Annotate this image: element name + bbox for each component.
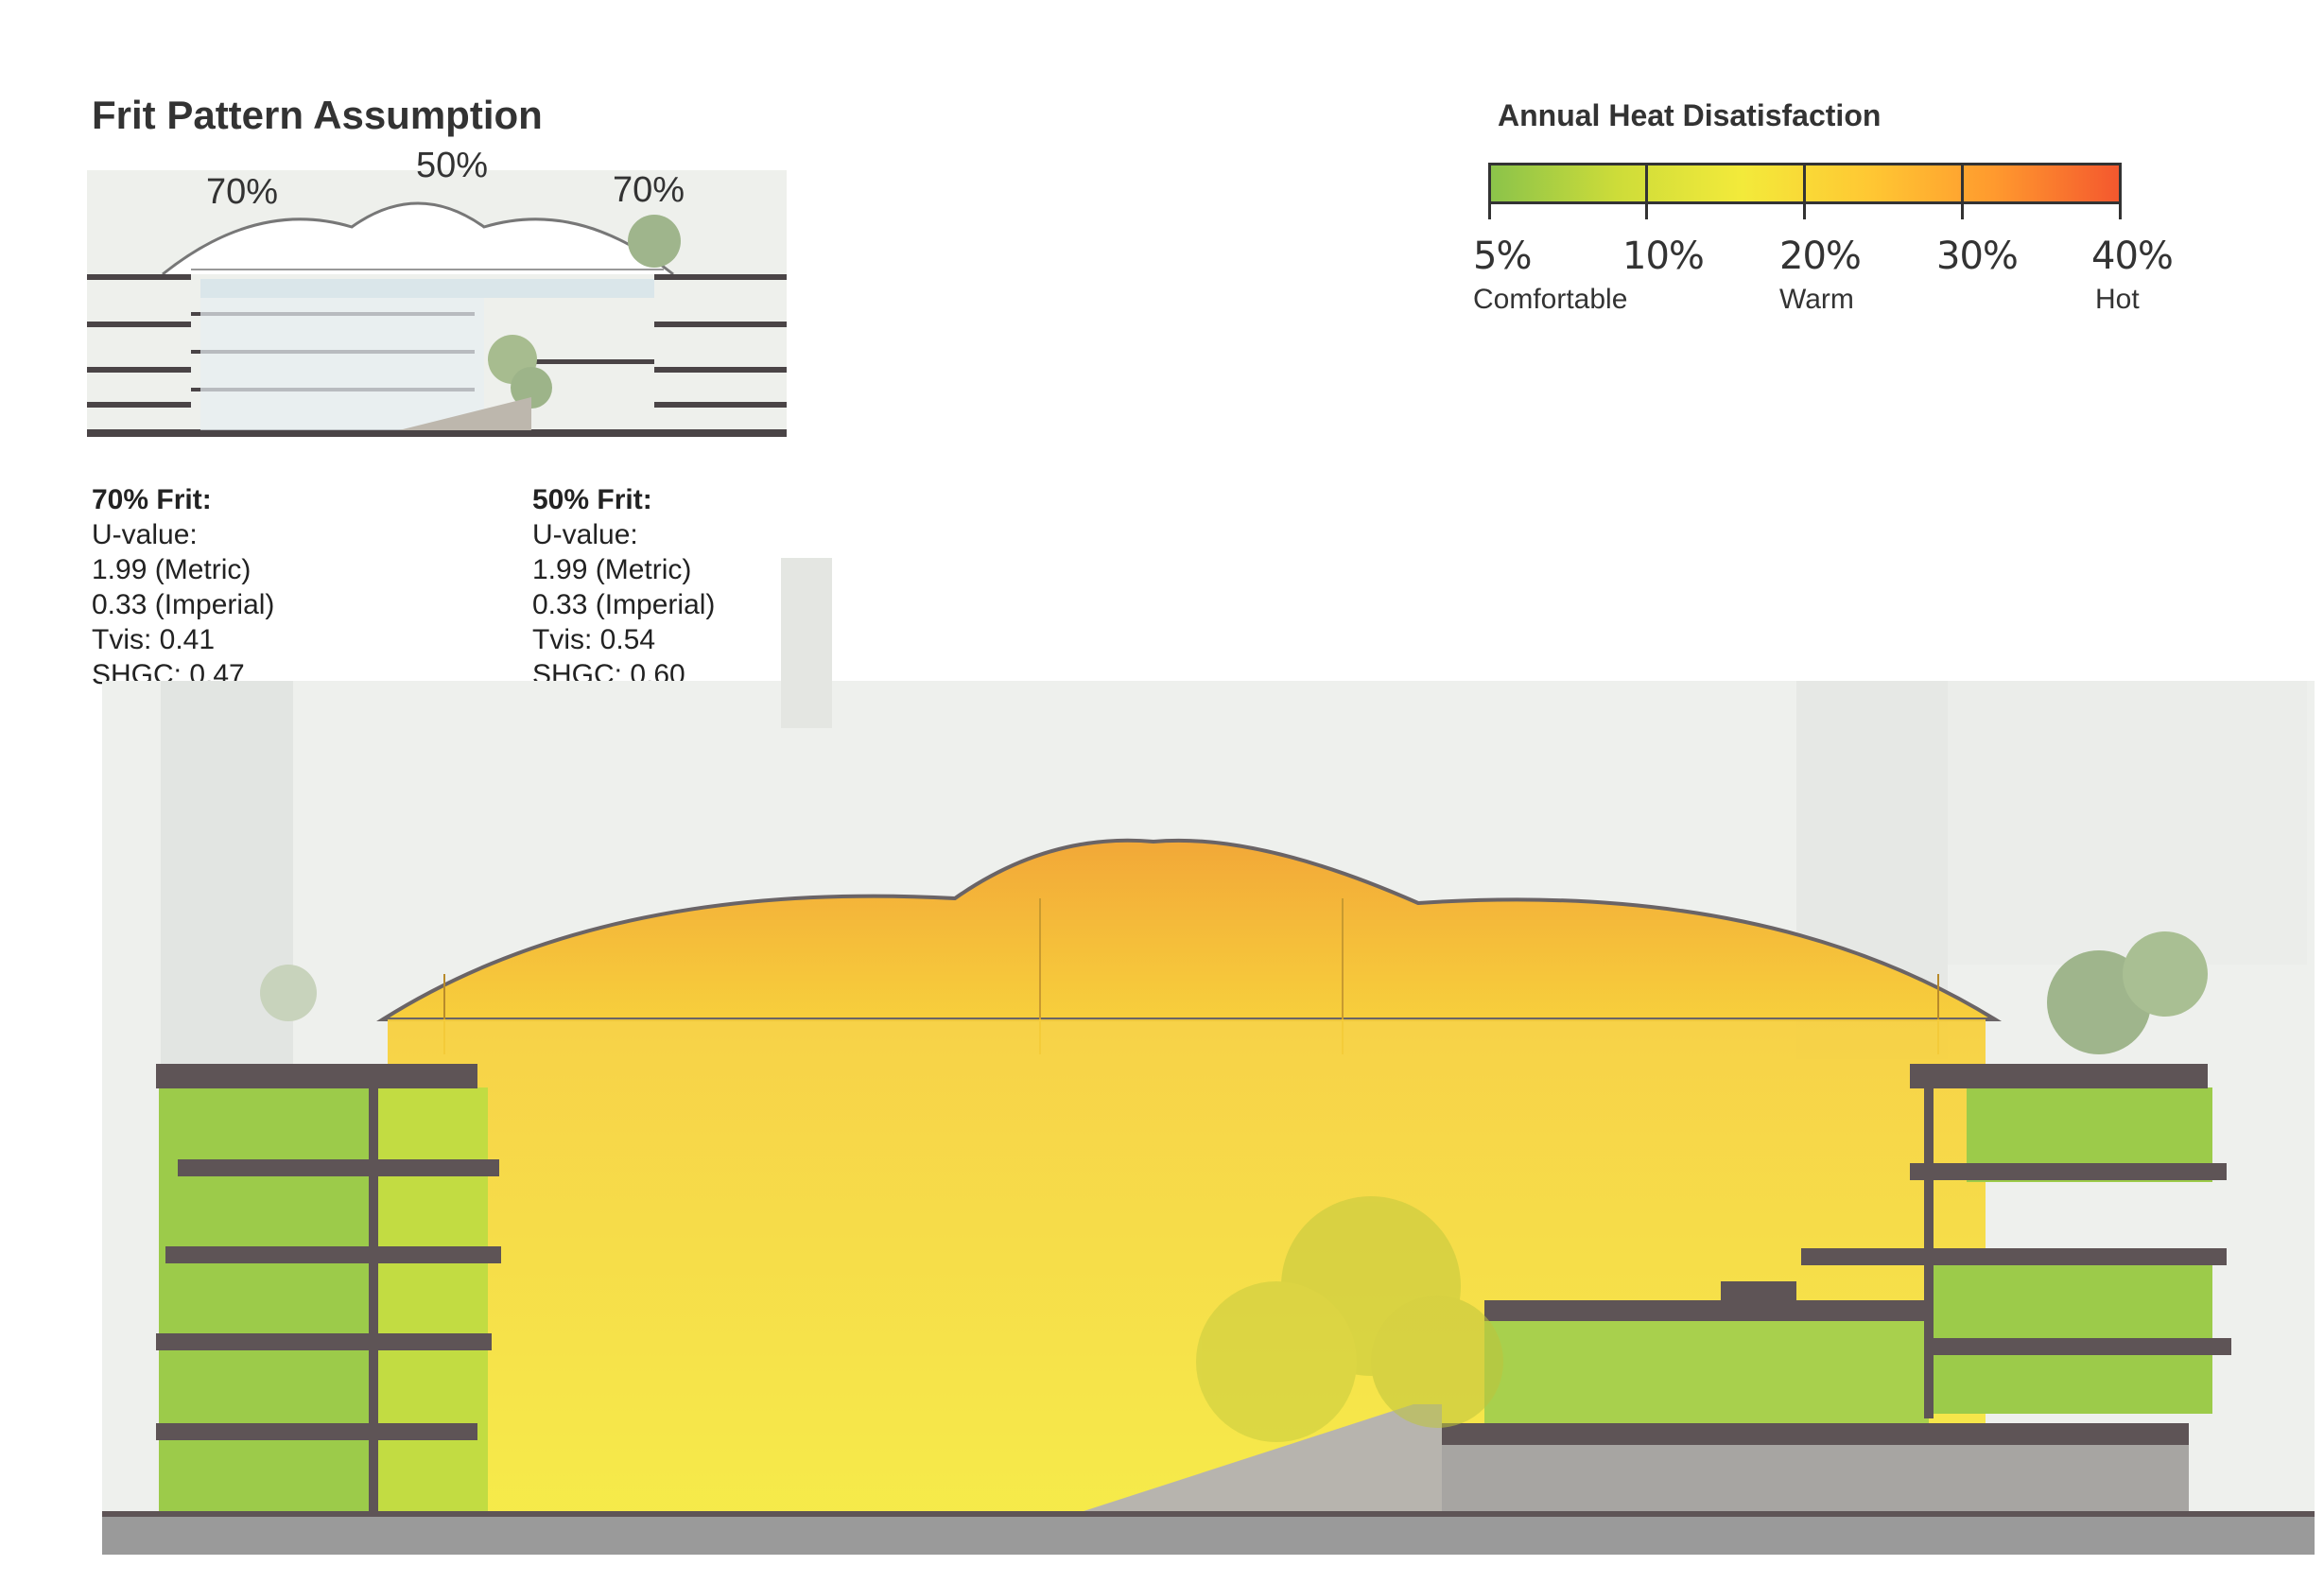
frit-thumbnail-drawing [87,170,787,437]
spec-line: U-value: [532,519,638,550]
heat-scale-bar [1488,163,2122,219]
spec-heading: 50% Frit: [532,484,652,515]
scale-tick [2119,163,2122,219]
roof-shell [376,838,2003,1021]
spec-heading: 70% Frit: [92,484,212,515]
spec-line: 0.33 (Imperial) [92,589,275,620]
lower-level [1442,1445,2189,1513]
spec-line: Tvis: 0.54 [532,624,656,655]
frit-pattern-title: Frit Pattern Assumption [92,93,543,137]
atrium-trees [1196,1196,1503,1442]
frit-spec-50: 50% Frit: U-value: 1.99 (Metric) 0.33 (I… [532,482,715,692]
spec-line: U-value: [92,519,198,550]
frit-zone-right-label: 70% [613,170,685,210]
scale-tick-label-20: 20% [1779,235,1862,278]
scale-category-comfortable: Comfortable [1473,284,1628,315]
frit-pattern-thumbnail [87,170,787,437]
spec-line: 0.33 (Imperial) [532,589,716,620]
columns [369,1087,1934,1513]
frit-zone-center-label: 50% [416,146,489,185]
scale-tick [1803,163,1806,219]
scale-tick-label-40: 40% [2091,235,2174,278]
spec-line: SHGC: 0.47 [92,659,245,690]
spec-line: SHGC: 0.60 [532,659,685,690]
scale-tick [1645,163,1648,219]
frit-zone-left-label: 70% [206,172,279,212]
atrium-warm-zone [388,1019,1986,1511]
right-wing-comfortable [1484,1087,2212,1428]
roof-trees [260,931,2208,1054]
frit-spec-70: 70% Frit: U-value: 1.99 (Metric) 0.33 (I… [92,482,274,692]
scale-tick [1961,163,1964,219]
spec-line: 1.99 (Metric) [92,554,251,585]
scale-tick-label-30: 30% [1936,235,2019,278]
scale-category-warm: Warm [1779,284,1854,315]
legend-title: Annual Heat Disatisfaction [1498,98,1882,132]
left-wing-comfortable [159,1087,488,1513]
auditorium-ramp [1078,1404,1442,1513]
spec-line: 1.99 (Metric) [532,554,692,585]
background-context [102,558,2315,1551]
scale-tick [1488,163,1491,219]
scale-tick-label-10: 10% [1622,235,1705,278]
floor-slabs [156,1064,2231,1446]
spec-line: Tvis: 0.41 [92,624,216,655]
thumbnail-roof [162,201,674,276]
scale-tick-label-5: 5% [1473,235,1532,278]
ground-plane [102,1511,2315,1555]
scale-category-hot: Hot [2095,284,2140,315]
